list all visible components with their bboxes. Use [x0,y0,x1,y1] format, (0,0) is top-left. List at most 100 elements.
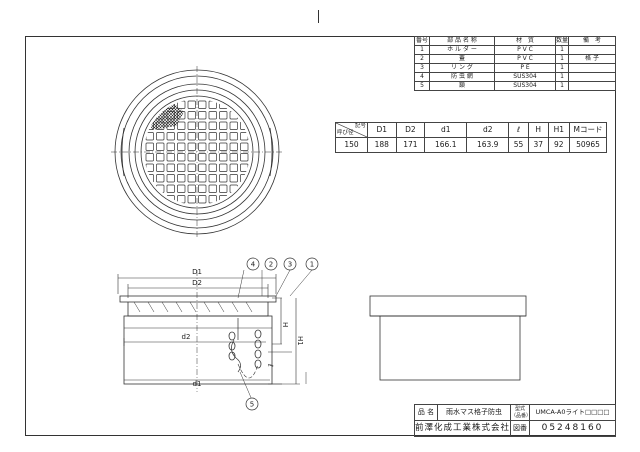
title-name-value: 雨水マス格子防虫 [436,404,512,421]
grate-cell [208,111,217,120]
grate-cell [229,121,238,130]
title-drawing-no-label: 図番 [510,420,531,437]
grate-cell [240,153,249,162]
grate-cell [156,174,165,183]
grate-cell [198,142,207,151]
grate-cell [177,174,186,183]
dim-label-H: H [281,322,289,327]
dims-cell: 150 [335,137,368,153]
grate-cell [240,195,249,204]
title-row-company: 前澤化成工業株式会社 図番 05248160 [413,420,616,437]
grate-cell [177,195,186,204]
grate-cell [208,163,217,172]
grate-cell [156,153,165,162]
grate-cell [208,100,217,109]
grate-cell [187,184,196,193]
grate-cell [166,142,175,151]
grate-cell [219,153,228,162]
grate-cell [208,184,217,193]
grate-cell [208,195,217,204]
grate-cell [177,121,186,130]
grate-cell [229,142,238,151]
grate-cell [219,121,228,130]
grate-cell [229,132,238,141]
grate-cell [208,132,217,141]
part-balloons [245,257,319,411]
grate-cell [187,142,196,151]
grate-cell [208,142,217,151]
dim-label-H1: H1 [296,336,304,346]
grate-cell [198,132,207,141]
grate-cell [219,132,228,141]
balloon-4-label: 4 [251,261,256,269]
grate-cell [177,142,186,151]
table-row: 150 188 171 166.1 163.9 55 37 92 50965 [335,137,607,153]
dimensions-table: 記号 呼び径 D1 D2 d1 d2 ℓ H H1 Mコード 150 188 1… [335,122,607,153]
grate-cell [145,142,154,151]
grate-cell [156,163,165,172]
grate-cell [166,163,175,172]
corner-diagonal [336,123,367,137]
title-model-label: 型式（品番） [510,404,531,421]
grate-cell [240,142,249,151]
dim-label-D1: D1 [192,268,202,276]
grate-cell [166,184,175,193]
grate-cell [145,195,154,204]
insect-mesh [145,100,184,130]
grate-cell [166,111,175,120]
grate-cell [198,174,207,183]
grate-cell [187,132,196,141]
grate-cell [229,153,238,162]
dim-label-D2: D2 [192,279,202,287]
title-model-value: UMCA-A0ライト□□□□ [529,404,616,421]
grate-cell [156,142,165,151]
dim-label-d2: d2 [182,333,191,341]
grate-cell [229,163,238,172]
title-drawing-no: 05248160 [529,420,616,437]
dims-cell: 92 [547,137,571,153]
center-mark [318,10,319,23]
grate-cell [187,153,196,162]
dims-corner-top: 記号 [354,123,366,130]
grate-cell [198,121,207,130]
grate-cell [177,153,186,162]
balloon-4 [246,257,260,271]
grate-grid [145,100,249,204]
dims-corner-bottom: 呼び径 [337,130,354,136]
grate-cell [229,174,238,183]
section-view [117,269,313,401]
grate-cell [198,153,207,162]
grate-cell [198,184,207,193]
balloon-5 [245,397,259,411]
grate-cell [219,174,228,183]
grate-cell [177,184,186,193]
part-note [568,81,616,91]
balloon-2-label: 2 [269,261,273,269]
balloon-3 [283,257,297,271]
table-row: 3 リ ン グ P E 1 [414,63,616,73]
dim-label-l: ℓ [266,363,274,367]
dims-cell: 163.9 [466,137,510,153]
grate-cell [166,174,175,183]
dims-corner-cell: 記号 呼び径 [335,122,368,138]
grate-cell [208,121,217,130]
grate-cell [240,163,249,172]
grate-cell [177,163,186,172]
balloon-1-label: 1 [310,261,314,269]
grate-cell [208,153,217,162]
grate-cell [145,100,154,109]
grate-cell [177,111,186,120]
grate-cell [187,100,196,109]
part-qty: 1 [554,81,570,91]
parts-table: 番号 部 品 名 称 材 質 数量 備 考 1 ホ ル ダ ー P V C 1 … [414,36,616,91]
grate-cell [240,132,249,141]
grate-cell [166,153,175,162]
title-block: 品 名 雨水マス格子防虫 型式（品番） UMCA-A0ライト□□□□ 前澤化成工… [413,404,616,437]
side-view [369,295,527,381]
drawing-frame [25,36,616,436]
grate-cell [219,111,228,120]
grate-cell [145,153,154,162]
balloon-5-label: 5 [250,401,254,409]
grate-cell [156,132,165,141]
